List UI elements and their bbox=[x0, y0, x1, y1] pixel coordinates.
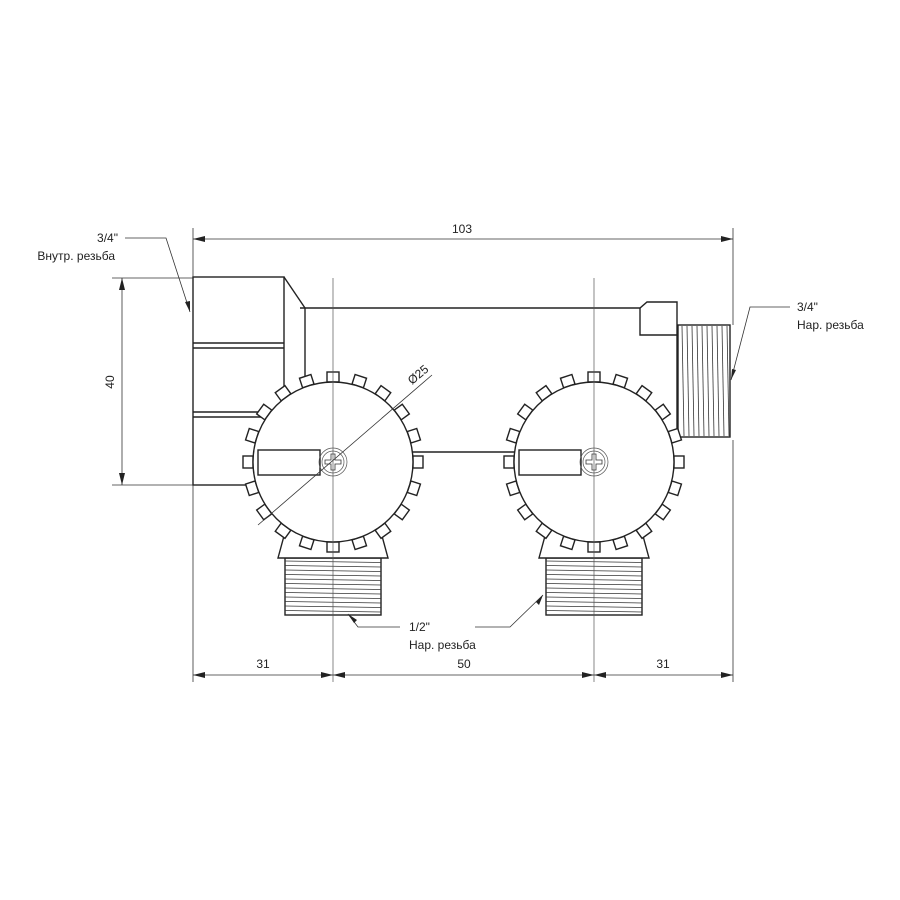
centerlines bbox=[332, 278, 595, 682]
knob-tooth bbox=[242, 455, 254, 469]
dimension-right-label: 31 bbox=[656, 657, 670, 671]
dimension-length-label: 103 bbox=[452, 222, 472, 236]
right-port-thread: Нар. резьба bbox=[797, 318, 864, 332]
dimension-spacing: 31 bbox=[192, 440, 734, 682]
dimension-103: 103 bbox=[192, 222, 734, 325]
right-port-size: 3/4" bbox=[797, 300, 818, 314]
left-port-size: 3/4" bbox=[97, 231, 118, 245]
bottom-ports-callout: 1/2" Нар. резьба bbox=[347, 594, 544, 652]
stem-bar bbox=[257, 449, 321, 476]
left-port-callout: 3/4" Внутр. резьба bbox=[37, 231, 191, 313]
bottom-ports-thread: Нар. резьба bbox=[409, 638, 476, 652]
knob-tooth bbox=[673, 455, 685, 469]
valve-body bbox=[192, 276, 731, 486]
left-port-thread: Внутр. резьба bbox=[37, 249, 115, 263]
dimension-40: 40 bbox=[103, 277, 193, 486]
dimension-left-label: 31 bbox=[256, 657, 270, 671]
knob-tooth bbox=[503, 455, 515, 469]
dimension-middle-label: 50 bbox=[457, 657, 471, 671]
bottom-ports-size: 1/2" bbox=[409, 620, 430, 634]
right-thread bbox=[677, 324, 731, 438]
dimension-diameter-label: Ø25 bbox=[405, 362, 432, 388]
right-port-callout: 3/4" Нар. резьба bbox=[730, 300, 864, 381]
phillips-screw-icon bbox=[324, 453, 342, 471]
knob-tooth bbox=[412, 455, 424, 469]
stem-bar bbox=[518, 449, 582, 476]
phillips-screw-icon bbox=[585, 453, 603, 471]
dimension-height-label: 40 bbox=[103, 375, 117, 389]
